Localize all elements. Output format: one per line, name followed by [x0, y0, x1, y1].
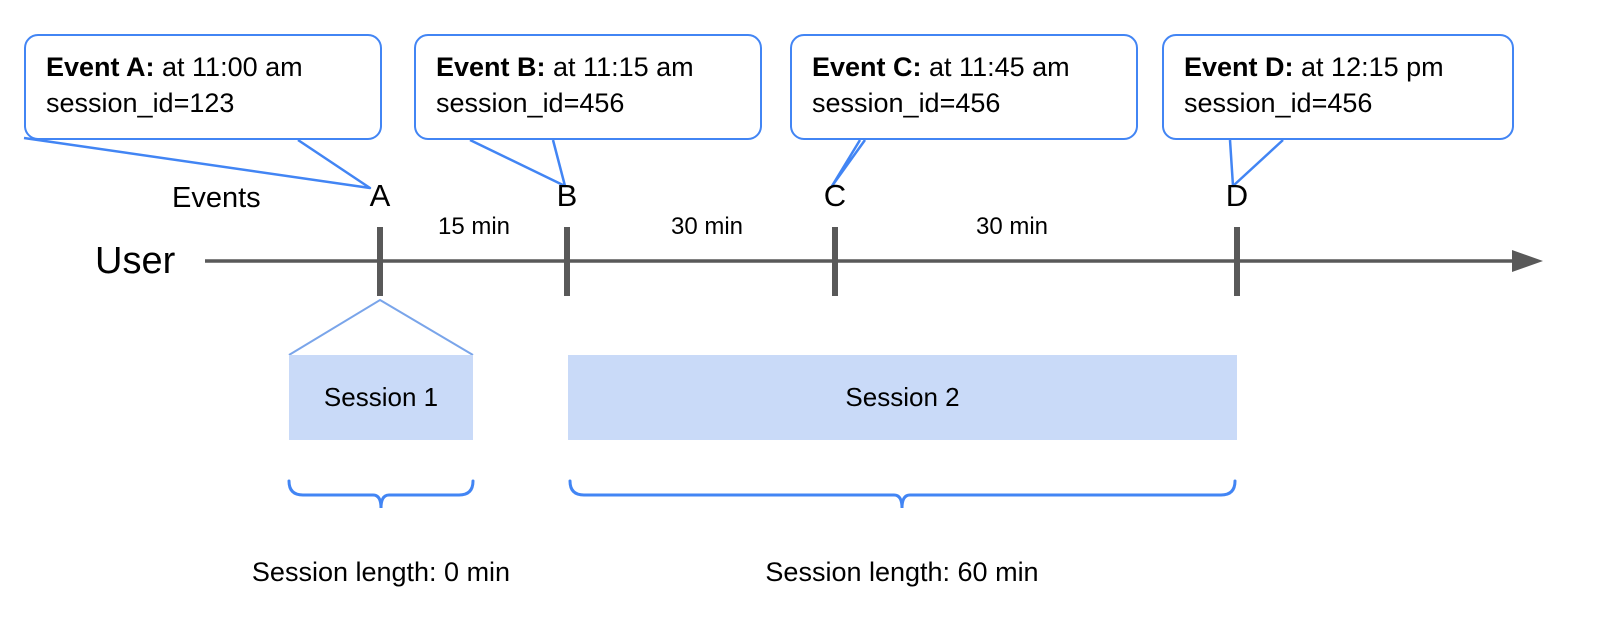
- callout-event-b: Event B: at 11:15 am session_id=456: [414, 34, 762, 140]
- event-letter-a: A: [369, 178, 391, 213]
- callout-event-a-time: at 11:00 am: [154, 52, 303, 82]
- event-letter-c: C: [823, 178, 847, 213]
- callout-tail-a-icon: [23, 136, 372, 190]
- callout-event-d-name: Event D:: [1184, 52, 1294, 82]
- session-1-length-label: Session length: 0 min: [251, 557, 511, 587]
- event-letter-d: D: [1225, 178, 1249, 213]
- row-label-user: User: [95, 240, 176, 282]
- event-letter-b: B: [556, 178, 578, 213]
- row-label-events: Events: [172, 182, 261, 214]
- callout-event-b-session: session_id=456: [436, 87, 625, 118]
- session-bar-2: Session 2: [568, 355, 1237, 440]
- callout-event-b-name: Event B:: [436, 52, 546, 82]
- timeline-arrow-icon: [1512, 250, 1543, 272]
- gap-label-a-b: 15 min: [437, 213, 511, 240]
- gap-label-c-d: 30 min: [975, 213, 1049, 240]
- callout-event-a-session: session_id=123: [46, 87, 235, 118]
- callout-event-c-session: session_id=456: [812, 87, 1001, 118]
- session-bar-1: Session 1: [289, 355, 473, 440]
- gap-label-b-c: 30 min: [670, 213, 744, 240]
- session-2-bracket-icon: [568, 479, 1237, 509]
- callout-event-c: Event C: at 11:45 am session_id=456: [790, 34, 1138, 140]
- callout-event-b-time: at 11:15 am: [545, 52, 694, 82]
- callout-event-a-name: Event A:: [46, 52, 155, 82]
- callout-event-d-time: at 12:15 pm: [1293, 52, 1444, 82]
- callout-event-d-session: session_id=456: [1184, 87, 1373, 118]
- session-bar-2-label: Session 2: [845, 382, 960, 412]
- session-1-bracket-icon: [287, 479, 475, 509]
- callout-event-a: Event A: at 11:00 am session_id=123: [24, 34, 382, 140]
- session-1-connector-icon: [288, 298, 474, 356]
- callout-tail-b-icon: [469, 138, 567, 188]
- callout-event-c-time: at 11:45 am: [921, 52, 1070, 82]
- callout-event-d: Event D: at 12:15 pm session_id=456: [1162, 34, 1514, 140]
- session-bar-1-label: Session 1: [323, 382, 439, 412]
- session-2-length-label: Session length: 60 min: [765, 557, 1039, 587]
- callout-event-c-name: Event C:: [812, 52, 922, 82]
